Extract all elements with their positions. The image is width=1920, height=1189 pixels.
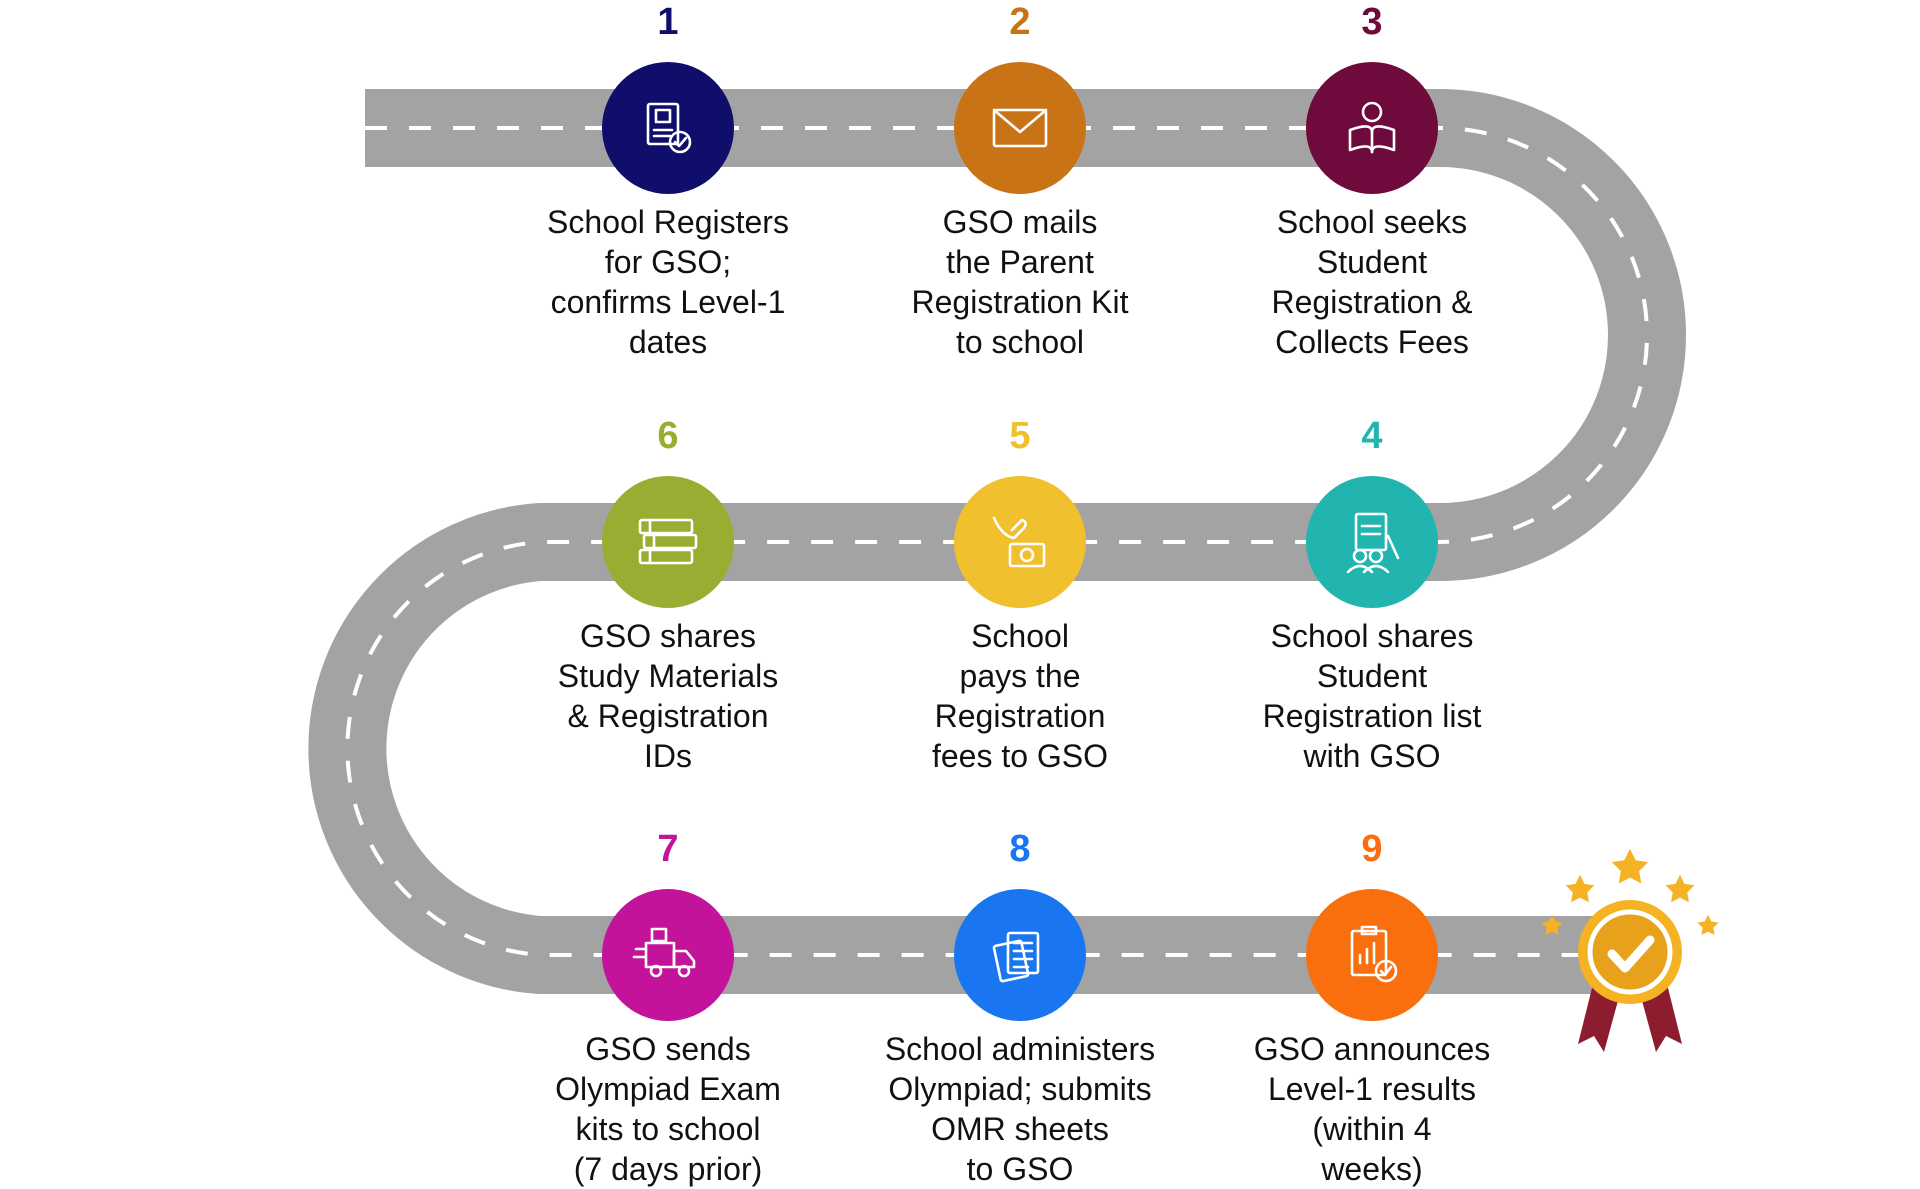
delivery-truck-icon	[632, 927, 696, 978]
star-far-left	[1541, 914, 1563, 936]
step-3-label: School seeks Student Registration & Coll…	[1271, 204, 1473, 360]
registration-form-icon	[646, 102, 692, 154]
step-5-label: School pays the Registration fees to GSO	[931, 618, 1109, 774]
step-4-disc	[1306, 476, 1438, 608]
books-icon	[638, 518, 698, 565]
step-1-number: 1	[657, 1, 679, 43]
step-7-disc	[602, 889, 734, 1021]
step-9-circle	[1306, 889, 1438, 1021]
star-right	[1665, 874, 1695, 903]
step-1-label: School Registers for GSO; confirms Level…	[547, 204, 789, 360]
badge-check	[1607, 935, 1655, 973]
step-9-number: 9	[1361, 828, 1383, 870]
step-5-disc	[954, 476, 1086, 608]
star-top	[1611, 848, 1649, 884]
step-7-number: 7	[657, 828, 679, 870]
step-2-label: GSO mails the Parent Registration Kit to…	[911, 204, 1129, 360]
step-7-circle	[602, 889, 734, 1021]
step-5-circle	[954, 476, 1086, 608]
badge-inner	[1587, 909, 1673, 995]
step-8-label: School administers Olympiad; submits OMR…	[884, 1031, 1156, 1187]
hand-money-icon	[992, 516, 1046, 568]
documents-icon	[992, 931, 1040, 983]
step-8-circle	[954, 889, 1086, 1021]
step-2-disc	[954, 62, 1086, 194]
step-1-circle	[602, 62, 734, 194]
student-reading-icon	[1348, 101, 1396, 154]
step-6-circle	[602, 476, 734, 608]
step-6-disc	[602, 476, 734, 608]
step-5-number: 5	[1009, 415, 1031, 457]
step-9-label: GSO announces Level-1 results (within 4 …	[1253, 1031, 1491, 1187]
step-1-disc	[602, 62, 734, 194]
envelope-icon	[992, 108, 1048, 148]
results-clipboard-icon	[1350, 925, 1398, 983]
star-left	[1565, 874, 1595, 903]
step-8-disc	[954, 889, 1086, 1021]
step-6-label: GSO shares Study Materials & Registratio…	[557, 618, 779, 774]
road-center-dashes	[345, 126, 1649, 957]
step-4-number: 4	[1361, 415, 1383, 457]
step-6-number: 6	[657, 415, 679, 457]
step-2-number: 2	[1009, 1, 1031, 43]
star-far-right	[1697, 914, 1719, 936]
step-3-number: 3	[1361, 1, 1383, 43]
step-8-number: 8	[1009, 828, 1031, 870]
award-badge-icon	[1541, 848, 1719, 1052]
step-3-circle	[1306, 62, 1438, 194]
step-4-circle	[1306, 476, 1438, 608]
step-7-label: GSO sends Olympiad Exam kits to school (…	[555, 1031, 781, 1187]
step-4-label: School shares Student Registration list …	[1262, 618, 1482, 774]
step-9-disc	[1306, 889, 1438, 1021]
clipboard-group-icon	[1346, 512, 1400, 574]
step-2-circle	[954, 62, 1086, 194]
step-circles	[602, 62, 1438, 1021]
